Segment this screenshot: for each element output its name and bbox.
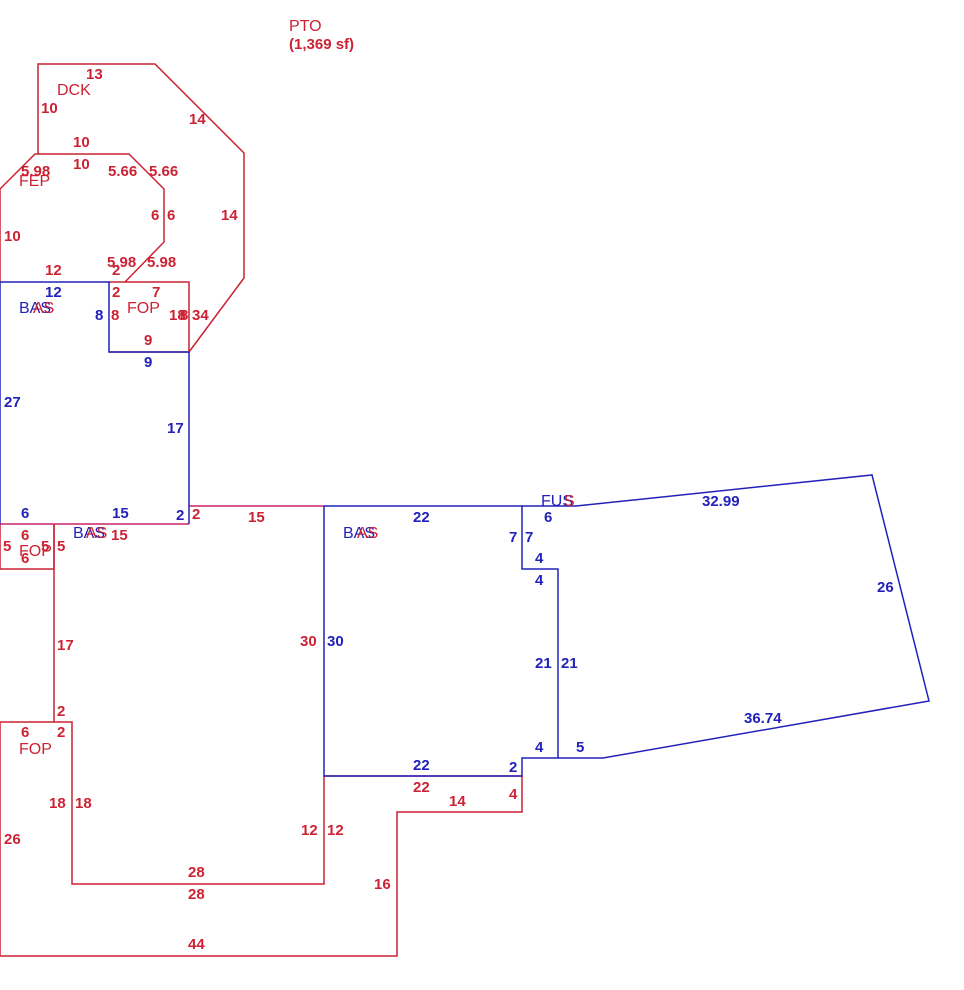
dim-label: 12 — [45, 284, 62, 301]
dim-label: 2 — [192, 506, 200, 523]
pto-area: (1,369 sf) — [289, 36, 354, 53]
dim-label: 18 — [75, 795, 92, 812]
dim-label: 8 — [180, 307, 188, 324]
dim-label: 5.98 — [107, 254, 136, 271]
pto-title: PTO — [289, 18, 322, 35]
dim-label: 12 — [301, 822, 318, 839]
dim-label: 13 — [86, 66, 103, 83]
dim-label: 18 — [49, 795, 66, 812]
dim-label: 32.99 — [702, 493, 740, 510]
dim-label: 6 — [544, 509, 552, 526]
dim-label: 2 — [57, 724, 65, 741]
dim-label: 7 — [525, 529, 533, 546]
dim-label: 5.98 — [21, 163, 50, 180]
dim-label: 6 — [151, 207, 159, 224]
dim-label: 26 — [877, 579, 894, 596]
dim-label: 9 — [144, 354, 152, 371]
dim-label: 10 — [4, 228, 21, 245]
fop-left-label: FOP — [19, 543, 52, 560]
dim-label: 12 — [327, 822, 344, 839]
dim-label: 8 — [95, 307, 103, 324]
dck-label: DCK — [57, 82, 91, 99]
fep-outline — [0, 153, 165, 283]
dim-label: 28 — [188, 886, 205, 903]
dim-label: 5.66 — [149, 163, 178, 180]
bas-mid-overlay: AS — [357, 525, 378, 542]
dim-label: 16 — [374, 876, 391, 893]
dim-label: 4 — [535, 739, 544, 756]
bas-mid-outline — [323, 505, 559, 777]
dim-label: 10 — [73, 156, 90, 173]
dim-label: 4 — [535, 572, 544, 589]
dim-label: 14 — [449, 793, 466, 810]
dim-label: 8 — [111, 307, 119, 324]
dim-label: 2 — [176, 507, 184, 524]
dim-label: 5 — [576, 739, 584, 756]
dim-label: 12 — [45, 262, 62, 279]
dim-label: 4 — [509, 786, 518, 803]
bas-mid-label: BAS — [343, 525, 375, 542]
dim-label: 14 — [189, 111, 206, 128]
dim-label: 2 — [57, 703, 65, 720]
dim-label: 21 — [535, 655, 552, 672]
dim-label: 15 — [111, 527, 128, 544]
dim-label: 6 — [21, 724, 29, 741]
dim-label: 30 — [327, 633, 344, 650]
dim-label: 5.66 — [108, 163, 137, 180]
dim-label: 21 — [561, 655, 578, 672]
dim-label: 5.98 — [147, 254, 176, 271]
fus-label: FUS — [541, 493, 573, 510]
dim-label: 22 — [413, 509, 430, 526]
dim-label: 5 — [57, 538, 65, 555]
dim-label: 44 — [188, 936, 205, 953]
dim-label: 26 — [4, 831, 21, 848]
dim-label: 9 — [144, 332, 152, 349]
bas-lower-blue-label: BAS — [73, 525, 105, 542]
pto-outline — [53, 524, 325, 885]
dim-label: 2 — [509, 759, 517, 776]
lower-patio-outline — [0, 721, 523, 957]
dim-label: 15 — [112, 505, 129, 522]
dim-label: 6 — [21, 505, 29, 522]
dim-label: 28 — [188, 864, 205, 881]
dim-label: 36.74 — [744, 710, 782, 727]
dim-label: 6 — [21, 527, 29, 544]
dim-label: 5 — [41, 538, 49, 555]
fop-upper-label: FOP — [127, 300, 160, 317]
dim-label: 7 — [509, 529, 517, 546]
bas-left-overlay: AS — [33, 300, 54, 317]
dck-outline — [37, 63, 245, 353]
dim-label: 6 — [167, 207, 175, 224]
dim-label: 5 — [3, 538, 11, 555]
dim-label: 34 — [192, 307, 209, 324]
fus-overlay: S — [564, 493, 575, 510]
fop-bottom-label: FOP — [19, 741, 52, 758]
dim-label: 10 — [41, 100, 58, 117]
bas-left-outline — [0, 281, 190, 524]
fep-label: FEP — [19, 173, 50, 190]
dim-label: 17 — [167, 420, 184, 437]
dim-label: 4 — [535, 550, 544, 567]
dim-label: 2 — [112, 262, 120, 279]
dim-label: 22 — [413, 779, 430, 796]
dim-label: 15 — [248, 509, 265, 526]
dim-label: 18 — [169, 307, 186, 324]
dim-label: 6 — [21, 550, 29, 567]
bas-lower-red-overlay: AS — [86, 525, 107, 542]
dim-label: 27 — [4, 394, 21, 411]
dim-label: 17 — [57, 637, 74, 654]
dim-label: 14 — [221, 207, 238, 224]
bas-left-label: BAS — [19, 300, 51, 317]
dim-label: 10 — [73, 134, 90, 151]
fus-outline — [522, 474, 930, 759]
dim-label: 30 — [300, 633, 317, 650]
dim-label: 22 — [413, 757, 430, 774]
dim-label: 2 — [112, 284, 120, 301]
dim-label: 7 — [152, 284, 160, 301]
